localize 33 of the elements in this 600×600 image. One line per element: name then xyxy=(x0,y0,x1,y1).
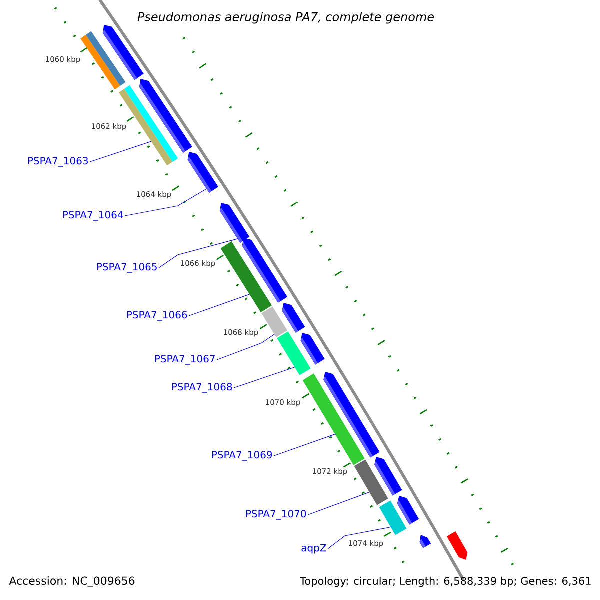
gene-label: PSPA7_1065 xyxy=(97,263,157,273)
leader-line xyxy=(188,294,250,316)
leader-line xyxy=(158,238,238,268)
gene-label: PSPA7_1070 xyxy=(246,510,306,520)
leader-line xyxy=(328,526,392,550)
info-text: Topology: circular; Length: 6,588,339 bp; Genes: 6,361 xyxy=(300,576,591,588)
gene-bar xyxy=(354,460,388,506)
gene-bar xyxy=(379,500,407,536)
gene-feature xyxy=(188,152,219,193)
gene-bar xyxy=(277,332,311,376)
leader-line xyxy=(274,434,336,456)
leader-line xyxy=(90,141,152,162)
gene-label: PSPA7_1067 xyxy=(155,355,215,365)
gene-bar xyxy=(262,306,288,338)
gene-feature xyxy=(220,203,250,243)
info-text: Accession: NC_009656 xyxy=(9,576,135,588)
gene-bar xyxy=(220,242,272,312)
leader-line xyxy=(216,334,275,360)
gene-bar xyxy=(80,31,126,90)
gene-bar xyxy=(302,374,365,466)
leader-line xyxy=(124,188,207,216)
gene-label: aqpZ xyxy=(302,544,326,554)
gene-label: PSPA7_1068 xyxy=(172,383,232,393)
gene-label: PSPA7_1066 xyxy=(127,311,188,321)
gene-label: PSPA7_1063 xyxy=(28,157,88,167)
gene-feature xyxy=(282,303,306,333)
leader-line xyxy=(234,367,296,388)
leader-line xyxy=(308,492,370,516)
gene-label: PSPA7_1069 xyxy=(212,451,272,461)
gene-label: PSPA7_1064 xyxy=(63,211,124,221)
gene-feature xyxy=(446,532,468,560)
title: Pseudomonas aeruginosa PA7, complete genome xyxy=(138,12,434,24)
gene-feature xyxy=(420,535,432,548)
